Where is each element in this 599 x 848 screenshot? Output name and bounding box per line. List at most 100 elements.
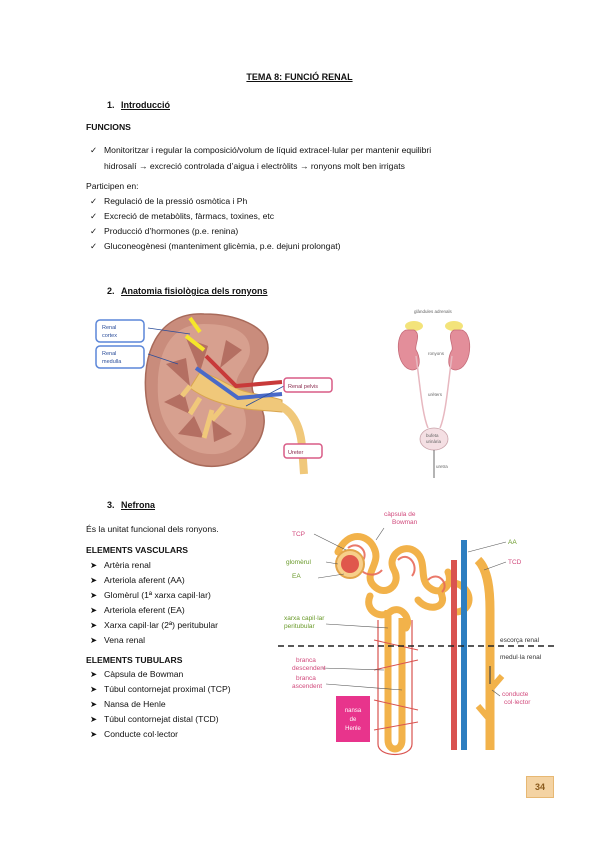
funcions-paragraph: ✓ Monitoritzar i regular la composició/v… xyxy=(86,142,526,174)
funcions-line-1: Monitoritzar i regular la composició/vol… xyxy=(104,145,432,155)
list-item: ✓Gluconeogènesi (manteniment glicèmia, p… xyxy=(86,239,340,254)
arrow-bullet-icon: ➤ xyxy=(90,729,98,739)
arrow-bullet-icon: ➤ xyxy=(90,605,98,615)
label-box-cortex xyxy=(95,319,145,343)
nephron-illustration: nansa de Henle càpsula de Bowman TCP glo… xyxy=(278,511,554,756)
label-tcp: TCP xyxy=(292,531,305,538)
svg-text:urèters: urèters xyxy=(428,392,443,397)
svg-text:ronyons: ronyons xyxy=(428,351,445,356)
section-label: Anatomia fisiològica dels ronyons xyxy=(121,286,268,296)
label-ea: EA xyxy=(292,573,301,580)
list-item: ➤Xarxa capil·lar (2ª) peritubular xyxy=(86,618,218,633)
svg-text:urinària: urinària xyxy=(426,439,442,444)
ureter-right xyxy=(439,355,453,429)
svg-text:Renal pelvis: Renal pelvis xyxy=(288,384,318,390)
list-item: ➤Vena renal xyxy=(86,633,218,648)
list-item: ➤Càpsula de Bowman xyxy=(86,667,231,682)
label-bowman: càpsula de xyxy=(384,511,416,518)
arrow-bullet-icon: ➤ xyxy=(90,669,98,679)
svg-text:de: de xyxy=(350,717,357,723)
arrow-bullet-icon: ➤ xyxy=(90,590,98,600)
ureter-left xyxy=(415,355,429,429)
list-item: ➤Artèria renal xyxy=(86,558,218,573)
label-escorca: escorça renal xyxy=(500,637,540,644)
list-item: ➤Túbul contornejat distal (TCD) xyxy=(86,712,231,727)
arrow-bullet-icon: ➤ xyxy=(90,635,98,645)
list-item: ➤Arteriola eferent (EA) xyxy=(86,603,218,618)
vascular-heading: ELEMENTS VASCULARS xyxy=(86,545,189,555)
section-number: 2. xyxy=(107,286,115,296)
label-tcd: TCD xyxy=(508,559,522,566)
section-number: 3. xyxy=(107,500,115,510)
kidney-right xyxy=(448,329,470,371)
svg-text:nansa: nansa xyxy=(345,708,362,714)
section-label: Introducció xyxy=(121,100,170,110)
list-item: ✓Producció d’hormones (p.e. renina) xyxy=(86,224,340,239)
convoluted-tubules xyxy=(334,533,473,632)
section-number: 1. xyxy=(107,100,115,110)
svg-text:col·lector: col·lector xyxy=(504,699,531,706)
funcions-line-2: hidrosalí → excreció controlada d’aigua … xyxy=(104,161,405,171)
renal-vein-shape xyxy=(194,366,283,401)
label-box-ureter xyxy=(283,443,323,459)
list-item: ✓Excreció de metabòlits, fàrmacs, toxine… xyxy=(86,209,340,224)
svg-text:bufeta: bufeta xyxy=(426,433,439,438)
arrow-bullet-icon: ➤ xyxy=(90,684,98,694)
svg-text:ascendent: ascendent xyxy=(292,683,322,690)
section-heading-nephron: 3. Nefrona xyxy=(107,500,155,510)
arrow-bullet-icon: ➤ xyxy=(90,699,98,709)
vascular-list: ➤Artèria renal ➤Arteriola aferent (AA) ➤… xyxy=(86,558,218,648)
label-box-medulla xyxy=(95,345,145,369)
arrow-bullet-icon: ➤ xyxy=(90,560,98,570)
adrenal-gland-left xyxy=(405,321,423,331)
svg-text:cortex: cortex xyxy=(102,333,117,339)
label-medul: medul·la renal xyxy=(500,654,542,661)
section-label: Nefrona xyxy=(121,500,156,510)
renal-pyramids xyxy=(164,338,242,442)
arrow-bullet-icon: ➤ xyxy=(90,714,98,724)
funcions-heading: FUNCIONS xyxy=(86,122,131,132)
check-icon: ✓ xyxy=(90,145,98,155)
tubular-list: ➤Càpsula de Bowman ➤Túbul contornejat pr… xyxy=(86,667,231,742)
svg-text:peritubular: peritubular xyxy=(284,623,316,630)
list-item: ➤Glomèrul (1ª xarxa capil·lar) xyxy=(86,588,218,603)
check-icon: ✓ xyxy=(90,196,98,206)
svg-text:medulla: medulla xyxy=(102,359,122,365)
section-heading-anatomy: 2. Anatomia fisiològica dels ronyons xyxy=(107,286,268,296)
tubular-heading: ELEMENTS TUBULARS xyxy=(86,655,183,665)
list-item: ➤Túbul contornejat proximal (TCP) xyxy=(86,682,231,697)
label-box-pelvis xyxy=(283,377,333,393)
svg-text:Renal: Renal xyxy=(102,351,116,357)
svg-text:uretra: uretra xyxy=(436,464,448,469)
svg-text:glàndules adrenals: glàndules adrenals xyxy=(414,309,453,314)
page-title: TEMA 8: FUNCIÓ RENAL xyxy=(246,72,353,82)
label-conducte: conducte xyxy=(502,691,529,698)
label-branca-desc: branca xyxy=(296,657,316,664)
svg-text:Henle: Henle xyxy=(345,726,361,732)
svg-text:Bowman: Bowman xyxy=(392,519,418,526)
urinary-system-illustration: glàndules adrenals ronyons urèters bufet… xyxy=(398,309,470,478)
participen-heading: Participen en: xyxy=(86,181,139,191)
list-item: ✓Regulació de la pressió osmòtica i Ph xyxy=(86,194,340,209)
kidney-left xyxy=(398,329,420,371)
glomerulus xyxy=(341,555,359,573)
label-glomerul: glomèrul xyxy=(286,559,311,566)
list-item: ➤Nansa de Henle xyxy=(86,697,231,712)
label-xarxa: xarxa capil·lar xyxy=(284,615,325,622)
check-icon: ✓ xyxy=(90,241,98,251)
list-item: ➤Arteriola aferent (AA) xyxy=(86,573,218,588)
page-number: 34 xyxy=(526,776,554,798)
collecting-duct xyxy=(474,556,495,750)
nephron-definition: És la unitat funcional dels ronyons. xyxy=(86,524,219,534)
label-branca-asc: branca xyxy=(296,675,316,682)
check-icon: ✓ xyxy=(90,226,98,236)
arrow-bullet-icon: ➤ xyxy=(90,575,98,585)
section-heading-intro: 1. Introducció xyxy=(107,100,170,110)
nansa-henle-box xyxy=(336,696,370,742)
adrenal-gland-right xyxy=(445,321,463,331)
svg-text:Ureter: Ureter xyxy=(288,450,303,456)
svg-text:Renal: Renal xyxy=(102,325,116,331)
check-icon: ✓ xyxy=(90,211,98,221)
label-aa: AA xyxy=(508,539,517,546)
participen-list: ✓Regulació de la pressió osmòtica i Ph ✓… xyxy=(86,194,340,254)
